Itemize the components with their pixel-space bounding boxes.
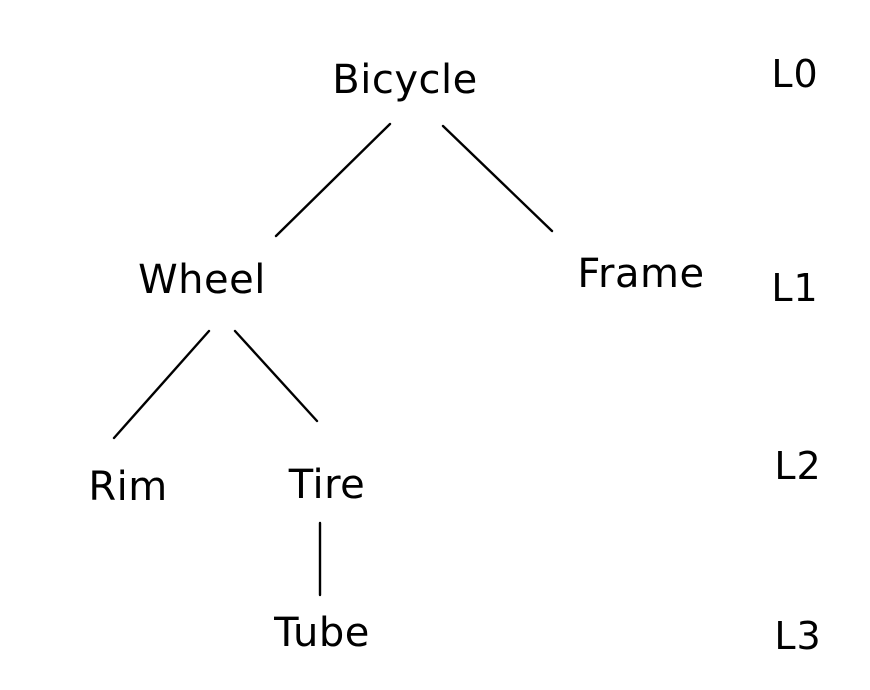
edge-bicycle-frame xyxy=(441,124,554,233)
node-tube[interactable]: Tube xyxy=(274,610,370,656)
node-wheel[interactable]: Wheel xyxy=(138,257,266,303)
level-label-l0: L0 xyxy=(771,52,819,96)
node-bicycle[interactable]: Bicycle xyxy=(332,57,478,103)
edge-wheel-rim xyxy=(112,329,211,440)
level-label-l1: L1 xyxy=(771,266,819,310)
level-label-l3: L3 xyxy=(774,614,822,658)
node-frame[interactable]: Frame xyxy=(577,251,705,297)
edge-bicycle-wheel xyxy=(274,122,392,238)
node-tire[interactable]: Tire xyxy=(288,462,366,508)
node-rim[interactable]: Rim xyxy=(88,464,168,510)
edge-wheel-tire xyxy=(233,329,319,423)
level-label-l2: L2 xyxy=(774,444,822,488)
